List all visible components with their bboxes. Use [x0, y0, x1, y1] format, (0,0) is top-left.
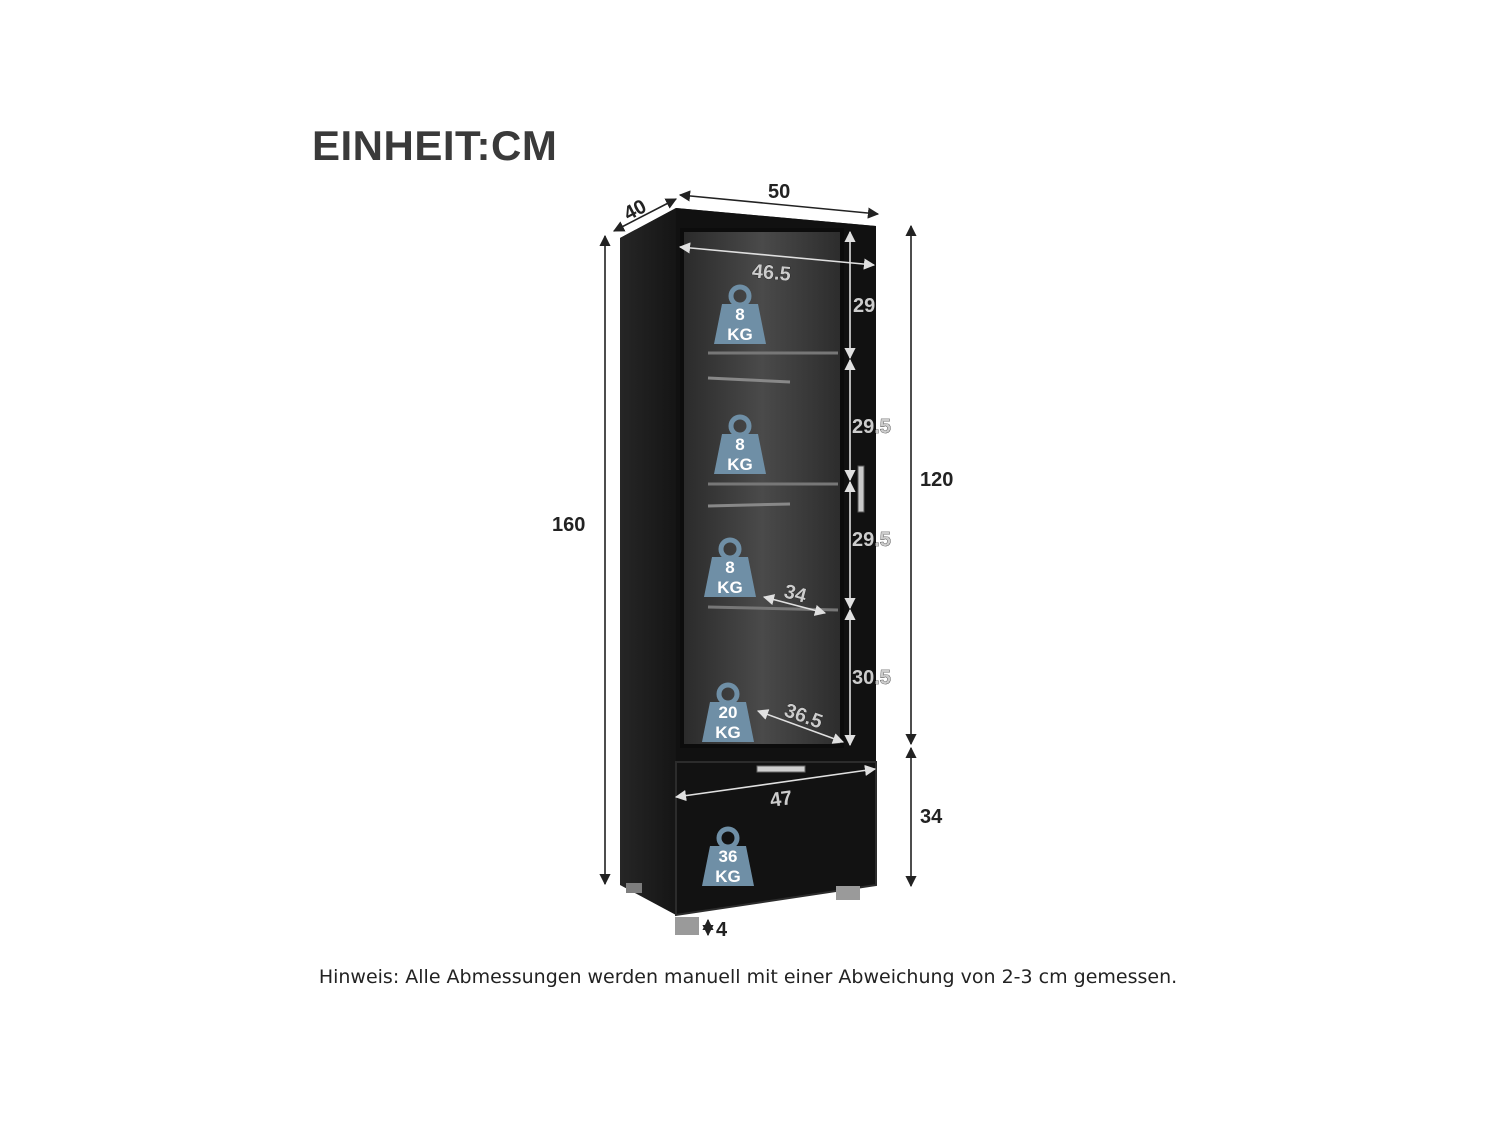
shelf-1-label: 29	[853, 295, 875, 317]
weight-value: 36	[719, 847, 738, 866]
weight-icon: 8 KG	[704, 537, 756, 597]
inner-dimensions	[674, 230, 877, 802]
foot-left	[675, 917, 699, 935]
drawer-width-label: 47	[769, 787, 794, 812]
door-handle	[857, 465, 865, 513]
cabinet-height-label: 120	[920, 469, 953, 491]
weight-unit: KG	[717, 578, 743, 597]
weight-icon: 8 KG	[714, 414, 766, 474]
shelf	[707, 376, 791, 384]
shelf-4-label: 30.5	[852, 667, 891, 689]
depth-line	[613, 198, 677, 232]
measurement-note: Hinweis: Alle Abmessungen werden manuell…	[318, 966, 1178, 988]
shelf-depth-line	[762, 594, 827, 616]
weight-value: 8	[735, 305, 744, 324]
width-label: 50	[768, 181, 790, 203]
weight-unit: KG	[715, 867, 741, 886]
drawer-width-line	[674, 764, 877, 802]
weight-unit: KG	[715, 723, 741, 742]
width-line	[678, 190, 880, 219]
glass-door	[680, 228, 844, 748]
total-height-label: 160	[552, 514, 585, 536]
foot-back	[626, 883, 642, 893]
weight-icon: 20 KG	[702, 682, 754, 742]
weight-value: 8	[725, 558, 734, 577]
weight-icon: 36 KG	[702, 826, 754, 886]
weight-unit: KG	[727, 325, 753, 344]
inner-width-line	[678, 242, 876, 270]
weight-unit: KG	[727, 455, 753, 474]
drawer-handle	[756, 765, 806, 773]
shelf	[707, 502, 791, 508]
depth-label: 40	[620, 195, 650, 225]
inner-width-label: 46.5	[751, 260, 792, 285]
foot-right	[836, 886, 860, 900]
weight-value: 20	[719, 703, 738, 722]
foot-height-label: 4	[716, 919, 728, 941]
bottom-depth-line	[756, 709, 845, 744]
shelf-2-label: 29.5	[852, 416, 891, 438]
unit-title: EINHEIT:CM	[312, 122, 558, 169]
weight-value: 8	[735, 435, 744, 454]
shelf-3-label: 29.5	[852, 529, 891, 551]
weight-icon: 8 KG	[714, 284, 766, 344]
drawer-height-label: 34	[920, 806, 943, 828]
outer-dimensions	[599, 190, 917, 937]
cabinet	[620, 208, 877, 935]
cabinet-side	[620, 208, 676, 915]
